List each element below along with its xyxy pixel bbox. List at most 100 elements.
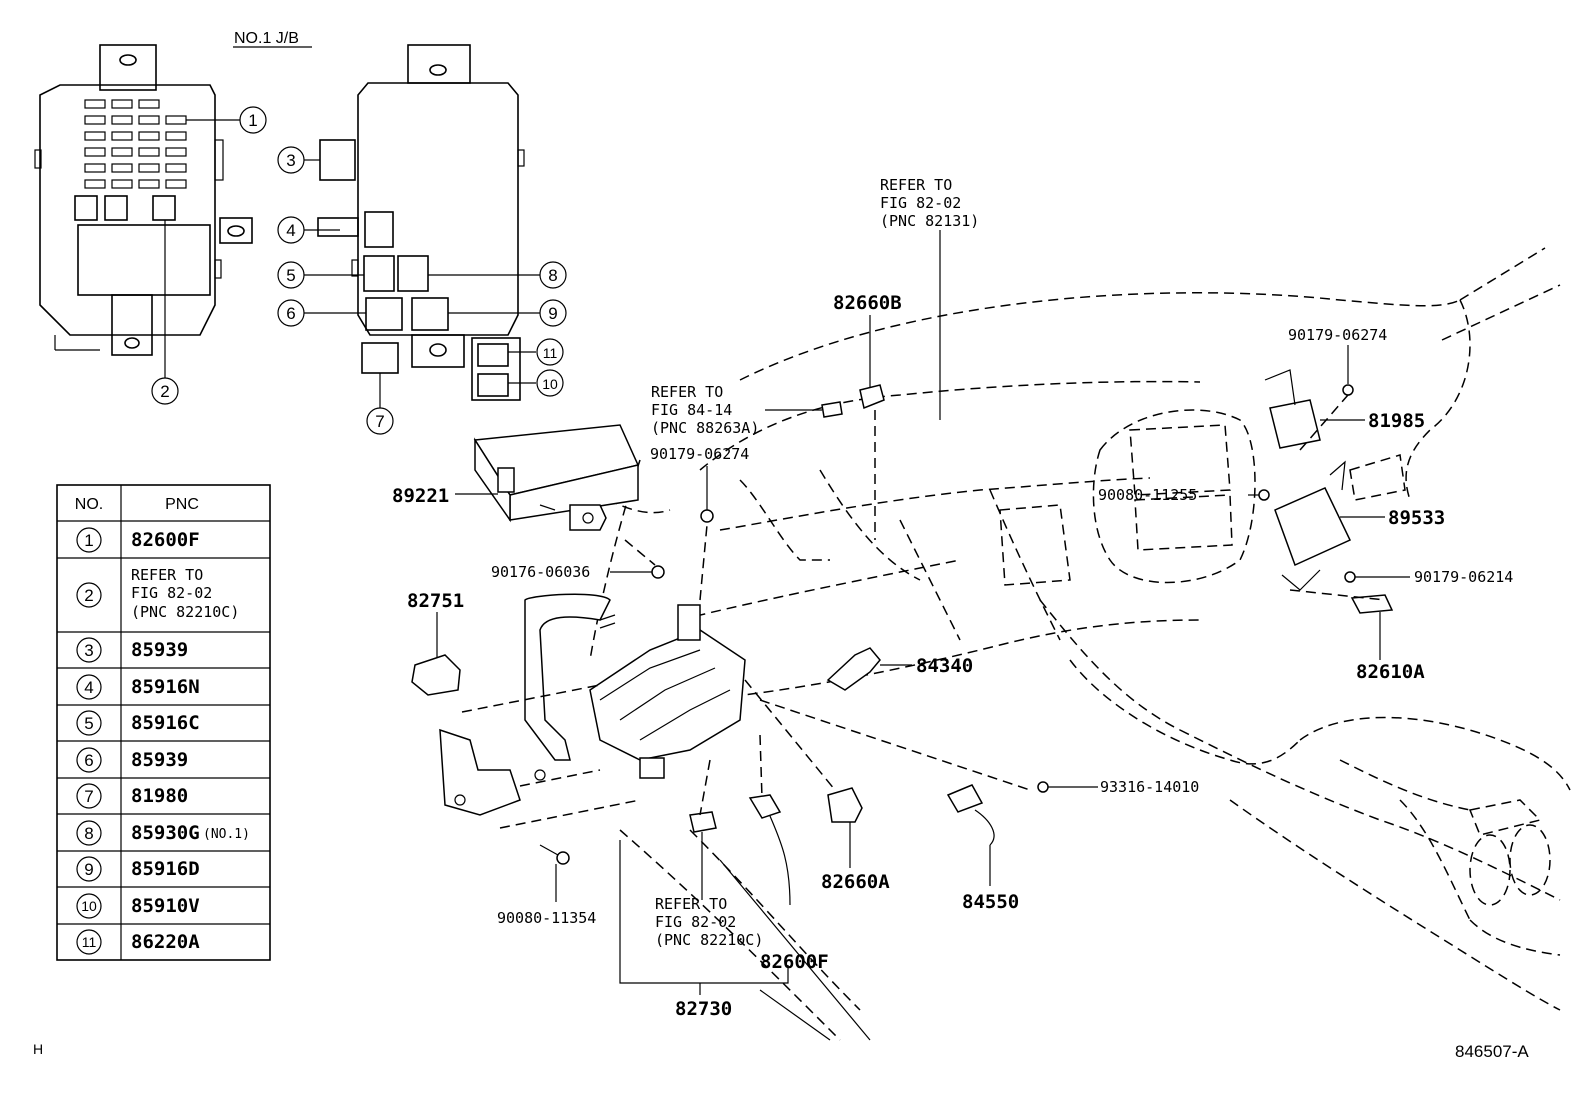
bolt-90176-06036 (610, 565, 665, 579)
part-label-84340: 84340 (916, 655, 973, 677)
bolt-label-90179-06274-top: 90179-06274 (1288, 326, 1387, 344)
svg-text:8: 8 (84, 824, 93, 843)
svg-text:4: 4 (84, 678, 93, 697)
part-label-84550: 84550 (962, 891, 1019, 913)
clip-82600f (748, 794, 791, 906)
svg-text:5: 5 (84, 714, 93, 733)
svg-text:FIG 82-02: FIG 82-02 (131, 584, 212, 602)
svg-text:REFER TO: REFER TO (880, 176, 952, 194)
bolt-90179-06274-top (1342, 345, 1354, 396)
part-label-82751: 82751 (407, 590, 464, 612)
corner-mark-left: H (33, 1041, 43, 1057)
ref-note-82210c: REFER TO FIG 82-02 (PNC 82210C) (655, 895, 763, 949)
svg-text:85916D: 85916D (131, 858, 200, 880)
bolt-90179-06274-mid (700, 466, 714, 523)
clip-82660a (827, 787, 863, 868)
bolt-label-90179-06274-mid: 90179-06274 (650, 445, 749, 463)
callout-8: 8 (539, 261, 567, 289)
svg-text:85910V: 85910V (131, 895, 200, 917)
jb-title: NO.1 J/B (234, 30, 299, 47)
sensor-84550 (946, 784, 995, 886)
callout-3: 3 (277, 146, 305, 174)
svg-text:9: 9 (84, 860, 93, 879)
connector-82751 (411, 612, 461, 696)
svg-text:FIG 82-02: FIG 82-02 (880, 194, 961, 212)
svg-text:(PNC 82210C): (PNC 82210C) (131, 603, 239, 621)
part-label-82660b: 82660B (833, 292, 902, 314)
module-81985 (1264, 369, 1365, 449)
svg-text:REFER TO: REFER TO (131, 566, 203, 584)
svg-text:9: 9 (548, 304, 557, 323)
bolt-label-90176-06036: 90176-06036 (491, 563, 590, 581)
svg-text:82600F: 82600F (131, 529, 200, 551)
table-row: 5 85916C (76, 710, 200, 736)
table-row: 2 REFER TO FIG 82-02 (PNC 82210C) (76, 566, 239, 621)
svg-text:(NO.1): (NO.1) (203, 827, 250, 842)
callout-9: 9 (539, 299, 567, 327)
svg-text:7: 7 (84, 787, 93, 806)
bolt-90179-06214 (1344, 571, 1410, 583)
callout-6: 6 (277, 299, 305, 327)
svg-text:(PNC 82131): (PNC 82131) (880, 212, 979, 230)
svg-text:85939: 85939 (131, 639, 188, 661)
bolt-90080-11255 (1248, 489, 1270, 501)
part-label-82600f: 82600F (760, 951, 829, 973)
table-row: 9 85916D (76, 856, 200, 882)
svg-text:86220A: 86220A (131, 931, 200, 953)
table-row: 8 85930G (NO.1) (76, 820, 250, 846)
pnc-table: NO. PNC 1 82600F 2 REFER TO FIG 82-02 (P… (56, 484, 271, 961)
svg-text:FIG 82-02: FIG 82-02 (655, 913, 736, 931)
svg-text:85916N: 85916N (131, 676, 200, 698)
relay-block-assembly (439, 593, 746, 816)
svg-text:8: 8 (548, 266, 557, 285)
part-label-89221: 89221 (392, 485, 449, 507)
svg-text:10: 10 (542, 376, 558, 392)
svg-text:(PNC 88263A): (PNC 88263A) (651, 419, 759, 437)
svg-text:1: 1 (84, 531, 93, 550)
svg-text:6: 6 (84, 751, 93, 770)
junction-block-front-view (34, 44, 253, 378)
table-row: 3 85939 (76, 637, 188, 663)
module-89533 (1274, 460, 1385, 591)
ref-note-82131: REFER TO FIG 82-02 (PNC 82131) (880, 176, 979, 230)
svg-text:10: 10 (81, 898, 97, 914)
svg-text:2: 2 (160, 382, 169, 401)
switch-84340 (826, 647, 912, 691)
bolt-label-93316-14010: 93316-14010 (1100, 778, 1199, 796)
svg-text:11: 11 (543, 345, 558, 361)
table-row: 10 85910V (76, 893, 200, 919)
callout-5: 5 (277, 261, 305, 289)
table-header-pnc: PNC (165, 496, 199, 513)
dashed-leaders (461, 230, 1386, 995)
bolt-90080-11354 (539, 844, 570, 902)
bolt-93316-14010 (1037, 781, 1098, 793)
svg-text:1: 1 (248, 111, 257, 130)
svg-text:(PNC 82210C): (PNC 82210C) (655, 931, 763, 949)
part-label-82660a: 82660A (821, 871, 890, 893)
callout-1: 1 (239, 106, 267, 134)
clip-88263a (765, 401, 843, 418)
table-row: 7 81980 (76, 783, 188, 809)
svg-text:81980: 81980 (131, 785, 188, 807)
callout-2: 2 (151, 377, 179, 405)
svg-text:2: 2 (84, 586, 93, 605)
illustration-id: 846507-A (1455, 1042, 1529, 1061)
bolt-label-90080-11255: 90080-11255 (1098, 486, 1197, 504)
svg-text:5: 5 (286, 266, 295, 285)
svg-text:REFER TO: REFER TO (655, 895, 727, 913)
dashboard-outline (569, 247, 1571, 1041)
part-label-82610a: 82610A (1356, 661, 1425, 683)
clip-82210c (689, 811, 717, 900)
module-89221 (455, 424, 640, 531)
table-row: 11 86220A (76, 929, 200, 955)
svg-text:7: 7 (375, 412, 384, 431)
table-row: 1 82600F (76, 527, 200, 553)
svg-text:6: 6 (286, 304, 295, 323)
callout-7: 7 (366, 407, 394, 435)
svg-text:REFER TO: REFER TO (651, 383, 723, 401)
part-label-81985: 81985 (1368, 410, 1425, 432)
clip-82610a (1350, 594, 1394, 660)
clip-82660b (859, 315, 885, 410)
callout-11: 11 (536, 338, 564, 366)
